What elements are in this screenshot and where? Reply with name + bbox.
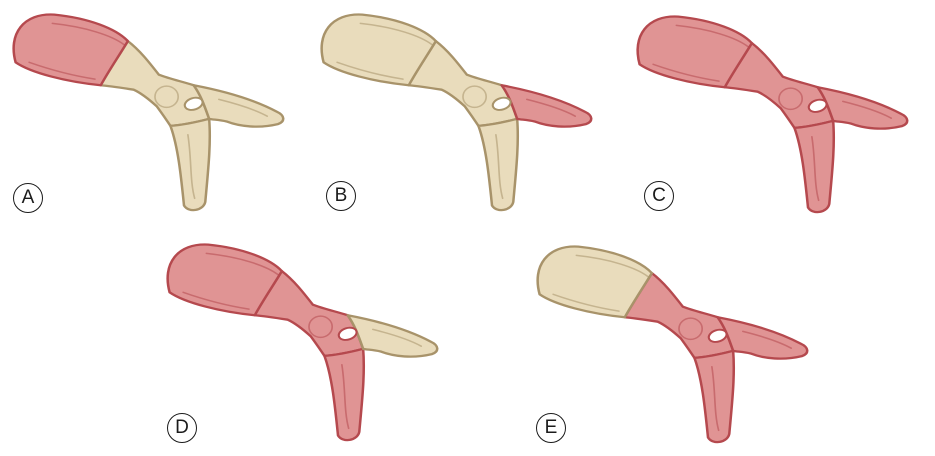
bone-shading-detail [652, 63, 720, 82]
acetabulum-detail [778, 87, 804, 111]
bone-shading-detail [336, 61, 404, 80]
bone-shading-detail [526, 98, 577, 117]
panel-label-a: A [13, 183, 43, 213]
panel-label-c: C [644, 181, 674, 211]
panel-label-e-text: E [544, 417, 558, 438]
hipbone-region-pubis [816, 86, 909, 130]
acetabulum-detail [154, 85, 180, 109]
acetabulum-detail [308, 315, 334, 339]
hipbone-region-pubis [716, 316, 809, 360]
hipbone-region-pubis [346, 314, 439, 358]
bone-shading-detail [842, 100, 893, 119]
hipbone-illustration-a [12, 13, 285, 212]
acetabulum-detail [678, 317, 704, 341]
bone-shading-detail [552, 293, 620, 312]
panel-label-b: B [326, 181, 356, 211]
hipbone-illustration-d [166, 243, 439, 442]
panel-label-a-text: A [21, 187, 35, 208]
hipbone-region-pubis [192, 84, 285, 128]
bone-shading-detail [205, 252, 279, 276]
panel-label-b-text: B [334, 185, 348, 206]
panel-label-d: D [167, 413, 197, 443]
bone-shading-detail [359, 22, 433, 46]
obturator-foramen [337, 326, 358, 341]
bone-shading-detail [341, 363, 350, 430]
bone-shading-detail [742, 330, 793, 349]
hipbone-illustration-e [536, 245, 809, 444]
bone-shading-detail [51, 22, 125, 46]
bone-shading-detail [218, 98, 269, 117]
bone-shading-detail [372, 328, 423, 347]
panel-label-d-text: D [175, 417, 189, 438]
bone-shading-detail [28, 61, 96, 80]
bone-shading-detail [182, 291, 250, 310]
bone-shading-detail [495, 133, 504, 200]
acetabulum-detail [462, 85, 488, 109]
obturator-foramen [183, 96, 204, 111]
bone-shading-detail [575, 254, 649, 278]
bone-shading-detail [711, 365, 720, 432]
bone-shading-detail [675, 24, 749, 48]
hipbone-illustration-b [320, 13, 593, 212]
obturator-foramen [491, 96, 512, 111]
obturator-foramen [707, 328, 728, 343]
panel-label-e: E [536, 413, 566, 443]
hipbone-region-pubis [500, 84, 593, 128]
hipbone-illustration-c [636, 15, 909, 214]
bone-shading-detail [187, 133, 196, 200]
obturator-foramen [807, 98, 828, 113]
panel-label-c-text: C [652, 185, 666, 206]
bone-shading-detail [811, 135, 820, 202]
